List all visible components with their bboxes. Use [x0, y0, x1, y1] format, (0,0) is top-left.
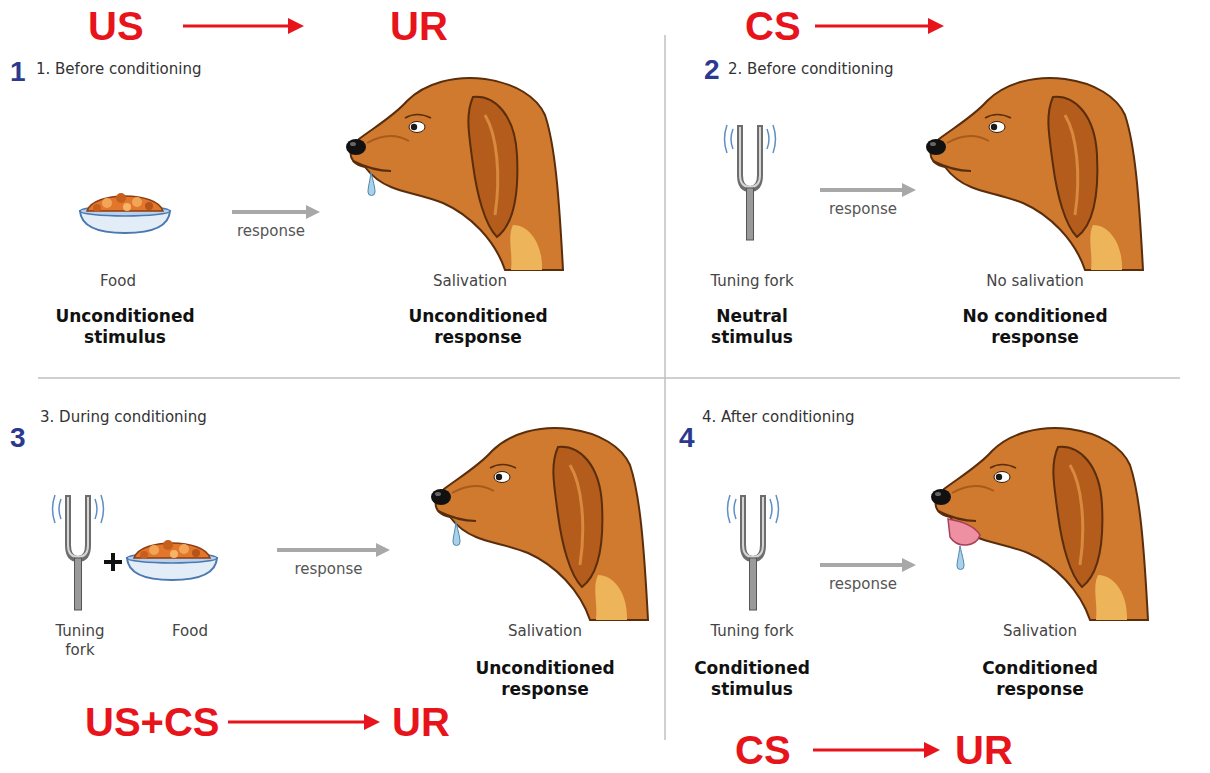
edge-label: response: [291, 560, 365, 578]
response-arrow: [820, 188, 906, 192]
saliva-drop: [368, 172, 375, 196]
panel-divider: [664, 35, 666, 740]
tuning-fork: [53, 495, 104, 610]
tuning-fork: [725, 125, 776, 240]
figure-group: SalivationConditioned response: [918, 422, 1180, 705]
panel-number: 1: [10, 58, 26, 86]
term-label: No conditioned response: [960, 306, 1110, 349]
panel-number: 4: [679, 424, 695, 452]
dog-head: [431, 428, 648, 620]
conditioning-symbol: UR: [392, 702, 450, 742]
tuning-fork: [728, 495, 779, 610]
figure-caption: Tuning fork: [710, 622, 793, 641]
dog-head: [926, 78, 1143, 270]
red-arrows: [183, 18, 944, 758]
food-bowl: [80, 193, 170, 233]
conditioning-symbol: UR: [955, 730, 1013, 770]
dog-head: [931, 428, 1148, 620]
figure-group: SalivationUnconditioned response: [322, 72, 640, 353]
panel-title: 4. After conditioning: [702, 410, 854, 425]
conditioning-symbol: US: [88, 6, 144, 46]
term-label: Unconditioned stimulus: [53, 306, 198, 349]
figure-group: No salivation No conditioned response: [918, 72, 1180, 353]
response-arrow: [232, 210, 310, 214]
figure-group: SalivationUnconditioned response: [392, 422, 660, 705]
plus-sign: [104, 553, 122, 571]
figure-caption: Tuning fork: [49, 622, 111, 660]
figure-caption: Salivation: [508, 622, 582, 641]
edge-label: response: [234, 222, 308, 240]
figure-caption: Food: [172, 622, 208, 641]
figure-group: Tuning forkConditioned stimulus: [686, 480, 818, 705]
panel-title: 1. Before conditioning: [36, 62, 201, 77]
figure-group: Tuning forkNeutral stimulus: [686, 110, 818, 353]
figure-caption: No salivation: [986, 272, 1083, 291]
panel-divider: [38, 377, 1180, 379]
panel-number: 3: [10, 424, 26, 452]
term-label: Conditioned response: [978, 658, 1102, 701]
response-arrow: [820, 563, 906, 567]
conditioning-symbol: UR: [390, 6, 448, 46]
dog-head: [346, 78, 563, 270]
figure-group: FoodUnconditioned stimulus: [40, 180, 230, 353]
figure-caption: Food: [100, 272, 136, 291]
conditioning-symbol: CS: [745, 6, 801, 46]
figure-caption: Salivation: [1003, 622, 1077, 641]
saliva-drop: [453, 522, 460, 546]
saliva-drop: [957, 546, 964, 570]
panel-title: 3. During conditioning: [40, 410, 207, 425]
panel-number: 2: [704, 56, 720, 84]
conditioning-symbol: CS: [735, 730, 791, 770]
term-label: Conditioned stimulus: [690, 658, 814, 701]
figure-group: Tuning fork Food: [30, 480, 275, 668]
conditioning-symbol: US+CS: [85, 702, 220, 742]
term-label: Unconditioned response: [473, 658, 618, 701]
food-bowl: [127, 540, 217, 580]
dog-tongue: [948, 519, 980, 545]
figure-caption: Salivation: [433, 272, 507, 291]
edge-label: response: [826, 200, 900, 218]
figure-caption: Tuning fork: [710, 272, 793, 291]
term-label: Neutral stimulus: [690, 306, 814, 349]
panel-title: 2. Before conditioning: [728, 62, 893, 77]
term-label: Unconditioned response: [406, 306, 551, 349]
response-arrow: [277, 548, 380, 552]
edge-label: response: [826, 575, 900, 593]
